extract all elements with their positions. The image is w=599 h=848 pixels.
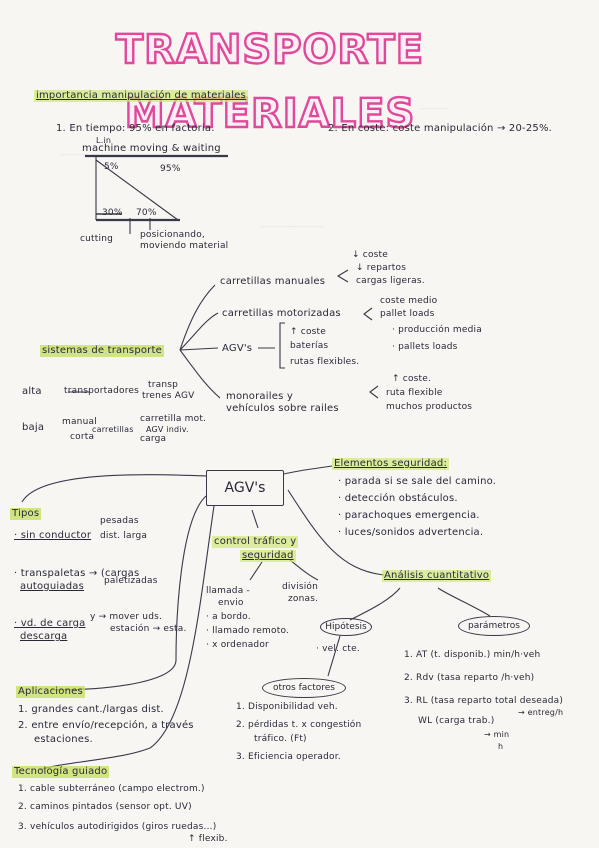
bleed-through: ———————: [260, 222, 325, 232]
aplicaciones-item: 1. grandes cant./largas dist.: [18, 704, 164, 715]
otros-item: 3. Eficiencia operador.: [236, 752, 341, 762]
otros-item: tráfico. (Ft): [254, 734, 307, 744]
sistema-item: monorailes y: [226, 391, 293, 402]
tipos-note: y → mover uds.: [90, 612, 163, 622]
seguridad-item: · parachoques emergencia.: [338, 510, 480, 521]
parametro-item: 2. Rdv (tasa reparto /h·veh): [404, 673, 535, 683]
tipos-item: · sin conductor: [14, 530, 92, 541]
tecnologia-item: 3. vehículos autodirigidos (giros ruedas…: [18, 822, 217, 832]
importancia-item-2: 2. En coste: coste manipulación → 20-25%…: [328, 123, 553, 134]
sistemas-heading: sistemas de transporte: [40, 345, 164, 357]
agv-box: AGV's: [206, 470, 284, 506]
sistema-note: coste medio: [380, 296, 438, 306]
control-item: llamada -: [206, 586, 250, 596]
otros-oval: otros factores: [262, 678, 346, 698]
sistema-note: ↓ coste: [352, 250, 389, 260]
parametro-unit: → entreg/h: [518, 708, 564, 717]
aplicaciones-item: 2. entre envío/recepción, a través: [18, 720, 194, 731]
tipos-item: · vd. de carga: [14, 618, 86, 629]
bleed-through: ———: [420, 104, 448, 114]
diagram-label: posicionando,: [140, 230, 205, 240]
tipos-note: estación → esta.: [110, 624, 187, 634]
control-item: división: [282, 582, 319, 592]
volume-item: AGV indiv.: [146, 425, 189, 434]
sistema-item: carretillas manuales: [220, 276, 326, 287]
volume-item: trenes AGV: [142, 391, 195, 401]
tipos-item: · transpaletas → (cargas: [14, 568, 140, 579]
volume-item: carretillas: [92, 425, 134, 434]
sistema-item: carretillas motorizadas: [222, 308, 341, 319]
importancia-item-1: 1. En tiempo: 95% en factoria.: [56, 123, 215, 134]
otros-item: 2. pérdidas t. x congestión: [236, 720, 362, 730]
aplicaciones-heading: Aplicaciones: [16, 686, 85, 698]
sistema-note: ruta flexible: [386, 388, 443, 398]
parametro-item: WL (carga trab.): [418, 716, 495, 726]
control-item: zonas.: [288, 594, 319, 604]
sistema-note: ↑ coste: [290, 327, 327, 337]
analisis-heading: Análisis cuantitativo: [382, 570, 492, 582]
diagram-label: 70%: [136, 208, 157, 218]
tipos-item: autoguiadas: [20, 581, 84, 592]
aplicaciones-item: estaciones.: [34, 734, 93, 745]
sistema-note: ↑ coste.: [392, 374, 432, 384]
sistema-note: muchos productos: [386, 402, 473, 412]
diagram-label: cutting: [80, 234, 114, 244]
seguridad-heading: Elementos seguridad:: [332, 458, 450, 470]
tipos-heading: Tipos: [10, 508, 42, 520]
seguridad-item: · luces/sonidos advertencia.: [338, 527, 484, 538]
volume-label: baja: [22, 422, 45, 433]
seguridad-item: · parada si se sale del camino.: [338, 476, 497, 487]
volume-item: carga: [140, 434, 167, 444]
tecnologia-item: 1. cable subterráneo (campo electrom.): [18, 784, 205, 794]
tipos-note: pesadas: [100, 516, 139, 526]
tipos-note: paletizadas: [104, 576, 158, 586]
sistema-note: ↓ repartos: [356, 263, 407, 273]
diagram-label: 30%: [102, 208, 123, 218]
sistema-note: · pallets loads: [392, 342, 458, 352]
tecnologia-heading: Tecnología guiado: [12, 766, 110, 778]
sistema-note: baterías: [290, 341, 329, 351]
importancia-item-1-sub: machine moving & waiting: [82, 143, 221, 154]
diagram-label: moviendo material: [140, 241, 229, 251]
control-item: · x ordenador: [206, 640, 269, 650]
parametro-item: 1. AT (t. disponib.) min/h·veh: [404, 650, 541, 660]
volume-item: transp: [148, 380, 179, 390]
sistema-note: rutas flexibles.: [290, 357, 360, 367]
volume-item: corta: [70, 432, 95, 442]
sistema-item: vehículos sobre railes: [226, 403, 339, 414]
importancia-item-1-sub: L.in: [96, 136, 112, 145]
page-title: TRANSPORTE MATERIALES: [115, 26, 425, 138]
tecnologia-item: 2. caminos pintados (sensor opt. UV): [18, 802, 192, 812]
hipotesis-item: · vel. cte.: [316, 644, 360, 654]
sistema-note: pallet loads: [380, 309, 435, 319]
otros-item: 1. Disponibilidad veh.: [236, 702, 338, 712]
control-heading: control tráfico y: [212, 536, 299, 548]
control-item: envio: [218, 598, 244, 608]
seguridad-item: · detección obstáculos.: [338, 493, 458, 504]
tipos-note: dist. larga: [100, 531, 148, 541]
sistema-note: · producción media: [392, 325, 482, 335]
control-item: · a bordo.: [206, 612, 251, 622]
parametro-item: 3. RL (tasa reparto total deseada): [404, 696, 564, 706]
volume-label: alta: [22, 386, 42, 397]
sistema-item: AGV's: [222, 343, 253, 354]
parametros-oval: parámetros: [458, 616, 530, 636]
control-item: · llamado remoto.: [206, 626, 290, 636]
volume-item: manual: [62, 417, 97, 427]
hipotesis-oval: Hipótesis: [320, 618, 372, 636]
sistema-note: cargas ligeras.: [356, 276, 425, 286]
volume-item: transportadores: [64, 386, 140, 396]
diagram-label: 5%: [104, 162, 119, 172]
diagram-label: 95%: [160, 164, 181, 174]
parametro-unit: → min: [484, 730, 510, 739]
importancia-heading: importancia manipulación de materiales: [34, 90, 248, 102]
volume-item: carretilla mot.: [140, 414, 207, 424]
control-heading: seguridad: [240, 550, 296, 562]
tecnologia-note: ↑ flexib.: [188, 834, 228, 844]
parametro-unit: h: [498, 742, 504, 751]
tipos-item: descarga: [20, 631, 68, 642]
